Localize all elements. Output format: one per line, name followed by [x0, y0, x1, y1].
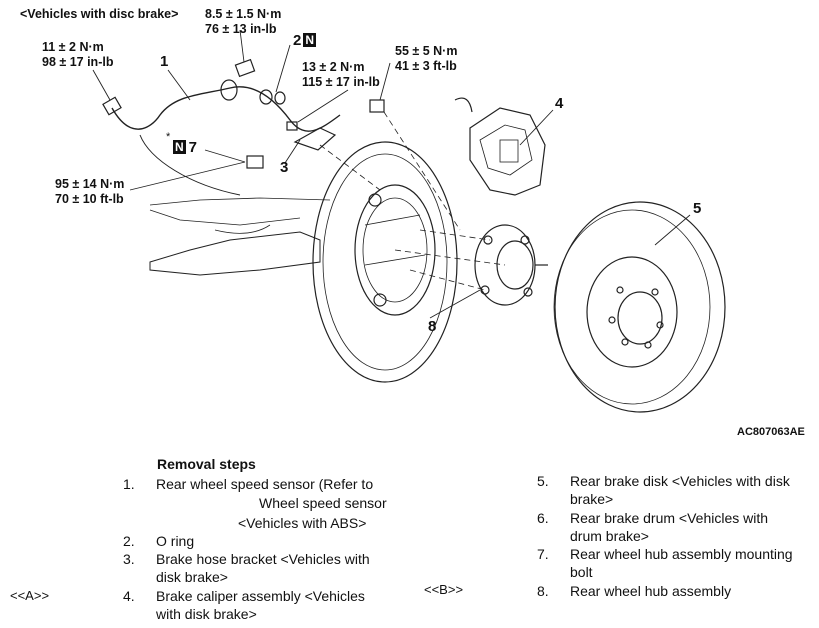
torque-value-nm: 8.5 ± 1.5 N·m	[205, 7, 282, 21]
callout-3: 3	[280, 159, 289, 176]
torque-value-imperial: 76 ± 13 in-lb	[205, 22, 277, 36]
ref-mark-b: <<B>>	[424, 582, 464, 597]
disc-brake-heading: <Vehicles with disc brake>	[20, 7, 179, 21]
callout-1: 1	[160, 53, 169, 70]
ref-mark-a: <<A>>	[10, 588, 50, 603]
torque-label-hose-bracket: 13 ± 2 N·m 115 ± 17 in-lb	[302, 60, 380, 90]
torque-value-imperial: 41 ± 3 ft-lb	[395, 59, 457, 73]
torque-value-imperial: 98 ± 17 in-lb	[42, 55, 114, 69]
exploded-view-diagram	[92, 29, 726, 413]
torque-label-hub-bolt: 95 ± 14 N·m 70 ± 10 ft-lb	[55, 177, 124, 207]
removal-steps-title: Removal steps	[157, 456, 256, 472]
torque-label-sensor-bolt: 8.5 ± 1.5 N·m 76 ± 13 in-lb	[205, 7, 281, 37]
torque-value-imperial: 70 ± 10 ft-lb	[55, 192, 124, 206]
asterisk-mark: *	[166, 131, 171, 143]
callout-4: 4	[555, 95, 564, 112]
torque-label-sensor-clamp: 11 ± 2 N·m 98 ± 17 in-lb	[42, 40, 113, 70]
callout-5: 5	[693, 200, 702, 217]
torque-value-nm: 13 ± 2 N·m	[302, 60, 365, 74]
n-badge: N	[173, 140, 186, 154]
torque-value-nm: 95 ± 14 N·m	[55, 177, 125, 191]
callout-8: 8	[428, 318, 437, 335]
figure-id: AC807063AE	[737, 426, 805, 438]
torque-value-imperial: 115 ± 17 in-lb	[302, 75, 380, 89]
torque-value-nm: 55 ± 5 N·m	[395, 44, 458, 58]
torque-label-caliper-bolt: 55 ± 5 N·m 41 ± 3 ft-lb	[395, 44, 457, 74]
torque-value-nm: 11 ± 2 N·m	[42, 40, 104, 54]
n-badge: N	[303, 33, 317, 47]
